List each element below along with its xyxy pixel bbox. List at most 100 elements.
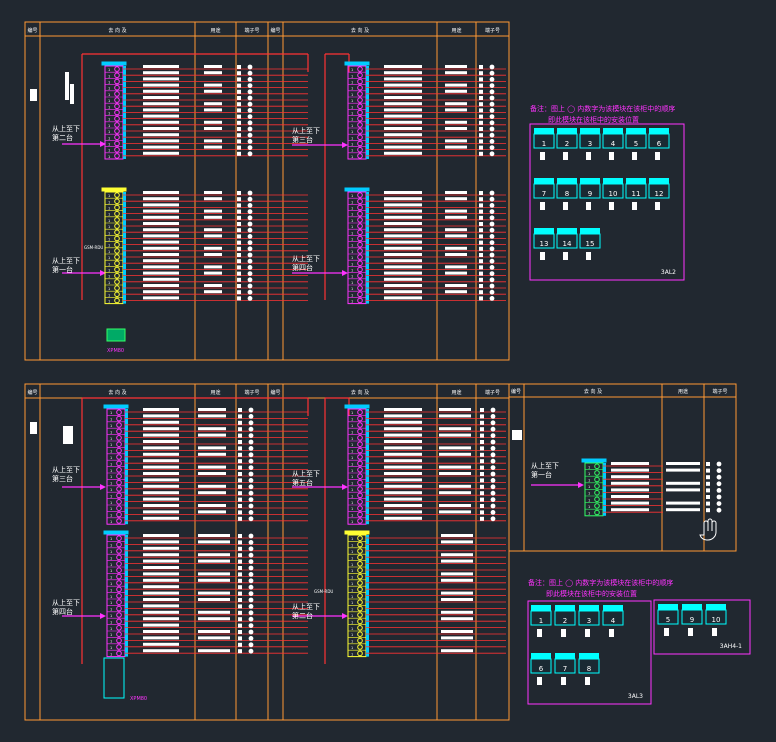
strip-cap — [101, 61, 127, 66]
terminal — [357, 241, 363, 248]
module-number: 2 — [563, 617, 567, 625]
table-rows — [123, 64, 722, 654]
label-bar — [384, 414, 422, 418]
label-bar — [384, 459, 422, 463]
feed-label: 第四台 — [52, 607, 73, 616]
terminal-dot — [248, 648, 254, 654]
label-bar — [384, 191, 422, 194]
terminal-mark — [237, 191, 241, 195]
label-bar — [143, 89, 179, 93]
usage-bar — [198, 484, 226, 488]
terminal-mark — [706, 481, 710, 486]
terminal-dot — [248, 471, 254, 477]
terminal-dot — [489, 126, 495, 132]
terminal-tick: 1 — [588, 465, 590, 469]
arrow-head — [100, 484, 106, 490]
terminal — [357, 217, 363, 223]
note-line: 即此模块在该柜中的安装位置 — [548, 115, 639, 124]
terminal-tick: 1 — [108, 118, 110, 122]
strip-cap — [344, 61, 370, 66]
terminal-tick: 1 — [351, 601, 353, 605]
terminal-tick: 1 — [110, 595, 112, 599]
strip-cap — [344, 187, 370, 192]
terminal-tick: 1 — [110, 437, 112, 441]
label-bar — [143, 203, 179, 207]
terminal-mark — [479, 209, 483, 214]
label-bar — [384, 284, 422, 287]
terminal — [357, 291, 363, 298]
terminal — [114, 78, 120, 85]
module-number: 1 — [542, 140, 546, 148]
label-bar — [384, 209, 422, 213]
module-top — [603, 605, 623, 611]
terminal — [114, 229, 120, 236]
terminal-dot — [490, 420, 496, 426]
module-foot — [586, 252, 591, 260]
label-bar — [143, 642, 179, 646]
terminal-dot — [248, 591, 254, 596]
terminal-tick: 1 — [351, 614, 353, 618]
module-number: 8 — [587, 665, 591, 673]
terminal-block-xpm — [103, 657, 125, 699]
terminal-tick: 1 — [351, 225, 353, 229]
terminal-dot — [248, 540, 254, 545]
module-top — [603, 178, 623, 184]
terminal-mark — [238, 546, 242, 551]
usage-bar — [441, 572, 473, 576]
label-bar — [143, 478, 179, 482]
terminal — [114, 235, 120, 242]
label-bar — [384, 96, 422, 99]
terminal — [357, 561, 363, 567]
terminal-tick: 1 — [110, 443, 112, 447]
terminal-dot — [716, 474, 722, 480]
terminal-mark — [480, 408, 484, 412]
usage-bar — [204, 71, 222, 75]
terminal — [116, 541, 122, 548]
label-bar — [143, 572, 179, 576]
terminal-mark — [238, 591, 242, 596]
label-bar — [143, 246, 179, 250]
terminal-tick: 1 — [108, 93, 110, 97]
usage-bar — [198, 617, 230, 621]
terminal-dot — [489, 95, 495, 101]
terminal-mark — [479, 222, 483, 226]
terminal-tick: 1 — [351, 588, 353, 592]
terminal-mark — [237, 120, 241, 125]
feed-label: 从上至下 — [292, 469, 320, 478]
usage-bar — [198, 510, 226, 514]
terminal-tick: 1 — [351, 81, 353, 85]
terminal-tick: 1 — [351, 537, 353, 541]
label-bar — [143, 240, 179, 244]
label-bar — [143, 108, 179, 112]
module-number: 12 — [655, 190, 664, 198]
usage-bar — [198, 433, 226, 437]
terminal-dot — [247, 83, 253, 88]
terminal-dot — [247, 296, 253, 301]
terminal-dot — [248, 533, 254, 539]
label-bar — [384, 491, 422, 495]
label-bar — [611, 481, 649, 485]
label-bar — [143, 145, 179, 149]
usage-bar — [445, 71, 467, 75]
label-bar — [143, 433, 179, 437]
terminal-tick: 1 — [588, 479, 590, 483]
module-body — [578, 610, 600, 626]
module-top — [649, 128, 669, 134]
module-body — [602, 183, 624, 199]
module-number: 3 — [587, 617, 591, 625]
terminal — [357, 511, 363, 518]
module-number: 14 — [563, 240, 572, 248]
label-bar — [384, 120, 422, 124]
terminal — [357, 198, 363, 205]
terminal-dot — [248, 546, 254, 552]
module-number: 10 — [712, 616, 721, 624]
terminal-tick: 1 — [351, 74, 353, 78]
terminal-mark — [237, 246, 241, 251]
terminal — [357, 84, 363, 91]
terminal-mark — [237, 253, 241, 257]
module-foot — [537, 677, 542, 685]
module-foot — [609, 629, 614, 637]
terminal-mark — [480, 491, 484, 496]
label-bar — [143, 133, 179, 137]
